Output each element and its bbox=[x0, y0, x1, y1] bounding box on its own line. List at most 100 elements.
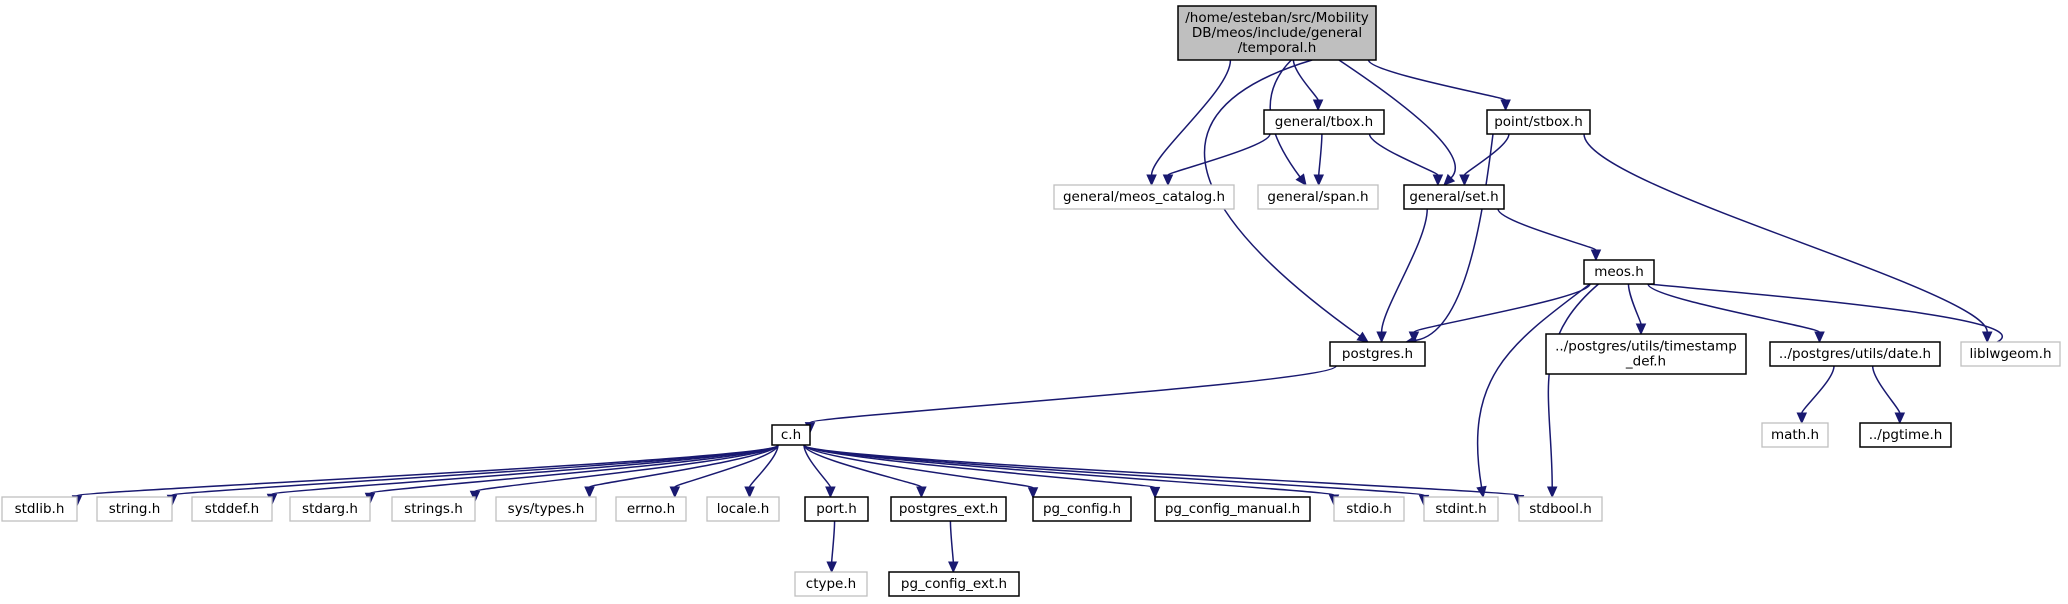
edge-line bbox=[809, 365, 1337, 424]
node-box bbox=[1329, 341, 1426, 367]
node-stbox[interactable]: point/stbox.h bbox=[1486, 109, 1591, 135]
node-stddef: stddef.h bbox=[191, 496, 273, 522]
edge-c-to-strings bbox=[469, 444, 779, 503]
arrowhead bbox=[1312, 99, 1324, 112]
arrowhead bbox=[469, 490, 481, 503]
node-postgres-ext[interactable]: postgres_ext.h bbox=[890, 496, 1007, 522]
node-pg-config-ext[interactable]: pg_config_ext.h bbox=[888, 571, 1020, 597]
node-label: ../postgres/utils/timestamp bbox=[1555, 339, 1737, 355]
arrowhead bbox=[1295, 173, 1307, 186]
node-set[interactable]: general/set.h bbox=[1403, 184, 1505, 210]
edge-c-to-systypes bbox=[584, 444, 779, 499]
edge-line bbox=[1368, 133, 1439, 176]
edge-set-to-postgres bbox=[1376, 208, 1428, 344]
node-box bbox=[1053, 184, 1235, 210]
node-box bbox=[495, 496, 597, 522]
edge-line bbox=[1415, 133, 1494, 342]
arrowhead bbox=[1162, 174, 1174, 187]
node-label: locale.h bbox=[717, 501, 770, 517]
node-box bbox=[888, 571, 1020, 597]
edge-meos-to-timestamp-def bbox=[1627, 283, 1647, 336]
edge-c-to-port bbox=[803, 444, 836, 499]
node-box bbox=[794, 571, 868, 597]
node-box bbox=[391, 496, 476, 522]
edge-line bbox=[1647, 283, 1821, 333]
node-box bbox=[1154, 496, 1311, 522]
node-pgtime[interactable]: ../pgtime.h bbox=[1859, 422, 1952, 448]
arrowhead bbox=[1635, 323, 1647, 336]
node-box bbox=[1423, 496, 1499, 522]
edge-line bbox=[1627, 283, 1642, 325]
node-ctype: ctype.h bbox=[794, 571, 868, 597]
arrowhead bbox=[1459, 174, 1470, 187]
node-pg-config-manual[interactable]: pg_config_manual.h bbox=[1154, 496, 1311, 522]
node-box bbox=[890, 496, 1007, 522]
arrowhead bbox=[1500, 99, 1511, 112]
node-stdint: stdint.h bbox=[1423, 496, 1499, 522]
node-meos[interactable]: meos.h bbox=[1583, 259, 1655, 285]
edge-meos-to-date bbox=[1647, 283, 1825, 344]
arrowhead bbox=[825, 486, 836, 499]
node-pg-config[interactable]: pg_config.h bbox=[1032, 496, 1132, 522]
node-box bbox=[1583, 259, 1655, 285]
node-locale: locale.h bbox=[706, 496, 780, 522]
edge-c-to-postgres-ext bbox=[803, 444, 927, 499]
node-label: liblwgeom.h bbox=[1970, 346, 2052, 362]
node-math: math.h bbox=[1761, 422, 1829, 448]
node-label: errno.h bbox=[627, 501, 675, 517]
edge-stbox-to-liblwgeom bbox=[1583, 133, 1993, 344]
node-liblwgeom: liblwgeom.h bbox=[1960, 341, 2061, 367]
node-label: stdlib.h bbox=[15, 501, 65, 517]
edge-meos-to-stdint bbox=[1476, 283, 1591, 499]
node-box bbox=[1859, 422, 1952, 448]
arrowhead bbox=[948, 561, 959, 574]
node-date[interactable]: ../postgres/utils/date.h bbox=[1769, 341, 1941, 367]
edge-stbox-to-set bbox=[1459, 133, 1510, 187]
node-box bbox=[1545, 333, 1747, 375]
edge-line bbox=[949, 520, 955, 563]
node-box bbox=[1518, 496, 1603, 522]
arrowhead bbox=[1432, 174, 1444, 187]
node-stdarg: stdarg.h bbox=[289, 496, 371, 522]
arrowhead bbox=[1376, 331, 1387, 344]
node-label: stdint.h bbox=[1435, 501, 1486, 517]
node-label: /home/esteban/src/Mobility bbox=[1185, 10, 1369, 26]
node-label: ctype.h bbox=[806, 576, 856, 592]
node-tbox[interactable]: general/tbox.h bbox=[1263, 109, 1385, 135]
edge-line bbox=[803, 444, 1425, 497]
node-box bbox=[706, 496, 780, 522]
arrowhead bbox=[1313, 174, 1325, 187]
node-label: c.h bbox=[781, 427, 801, 443]
node-box bbox=[289, 496, 371, 522]
arrowhead bbox=[744, 486, 755, 499]
edge-line bbox=[588, 444, 779, 488]
edge-line bbox=[1367, 59, 1507, 101]
arrowhead bbox=[1814, 331, 1825, 344]
node-c[interactable]: c.h bbox=[771, 424, 811, 446]
edge-c-to-errno bbox=[669, 444, 779, 499]
node-box bbox=[1960, 341, 2061, 367]
edge-line bbox=[674, 444, 779, 488]
edge-tbox-to-meos-catalog bbox=[1162, 133, 1271, 187]
arrowhead bbox=[1590, 249, 1602, 262]
node-postgres[interactable]: postgres.h bbox=[1329, 341, 1426, 367]
node-errno: errno.h bbox=[615, 496, 687, 522]
nodes-layer: /home/esteban/src/MobilityDB/meos/includ… bbox=[1, 5, 2061, 597]
node-label: pg_config.h bbox=[1043, 501, 1121, 517]
node-label: point/stbox.h bbox=[1494, 114, 1583, 130]
edge-temporal-to-set bbox=[1338, 59, 1457, 186]
node-port[interactable]: port.h bbox=[804, 496, 869, 522]
node-label: /temporal.h bbox=[1238, 40, 1317, 56]
edges-layer bbox=[71, 59, 2003, 574]
arrowhead bbox=[1894, 412, 1906, 425]
arrowhead bbox=[1356, 331, 1369, 343]
edge-line bbox=[803, 444, 923, 488]
edge-line bbox=[1150, 59, 1232, 176]
node-box bbox=[1769, 341, 1941, 367]
node-label: DB/meos/include/general bbox=[1192, 25, 1362, 41]
node-stdlib: stdlib.h bbox=[1, 496, 78, 522]
arrowhead bbox=[1146, 174, 1157, 187]
node-temporal[interactable]: /home/esteban/src/MobilityDB/meos/includ… bbox=[1177, 5, 1377, 61]
node-label: strings.h bbox=[404, 501, 463, 517]
node-timestamp-def[interactable]: ../postgres/utils/timestamp_def.h bbox=[1545, 333, 1747, 375]
